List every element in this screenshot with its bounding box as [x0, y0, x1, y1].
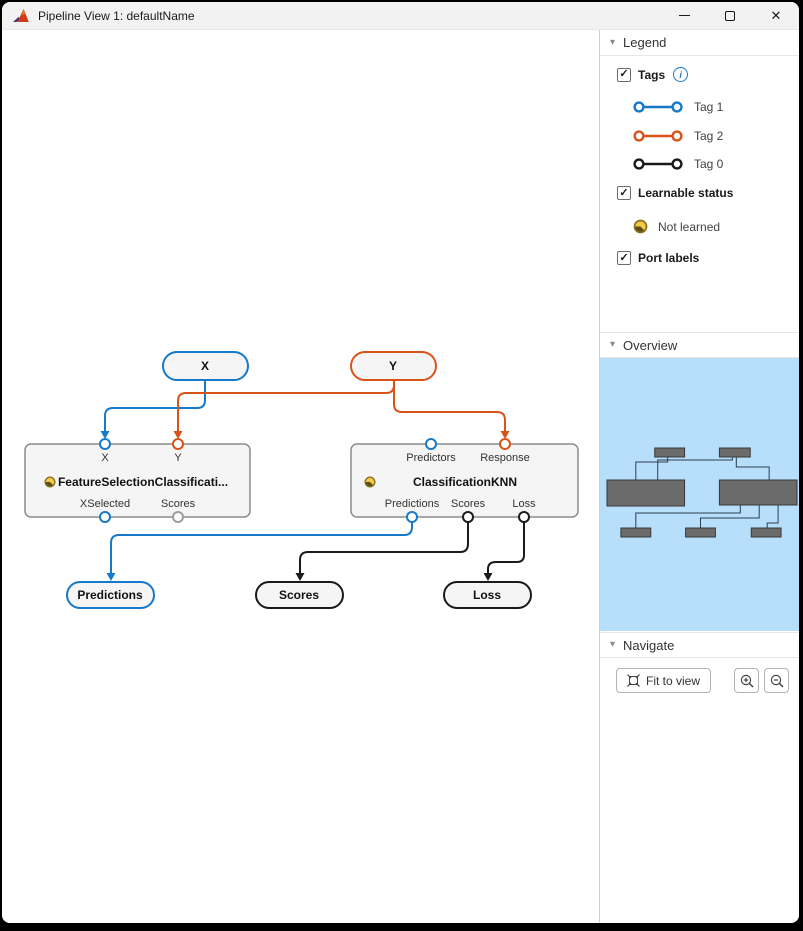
minimap-block: [718, 479, 798, 506]
zoom-out-button[interactable]: [764, 668, 789, 693]
input-node-x[interactable]: X: [162, 351, 249, 381]
edge-y-to-featureselection-y[interactable]: [173, 380, 395, 439]
fit-to-view-label: Fit to view: [646, 673, 701, 688]
zoom-out-icon: [770, 674, 784, 688]
output-node-loss[interactable]: Loss: [443, 581, 532, 609]
port-label: Loss: [512, 498, 536, 510]
tags-checkbox[interactable]: ✓: [617, 67, 631, 82]
output-node-label: Loss: [473, 588, 501, 602]
zoom-in-button[interactable]: [734, 668, 759, 693]
not-learned-label: Not learned: [658, 219, 721, 234]
learnable-status-row: ✓ Learnable status: [617, 186, 733, 200]
port-labels-row: ✓ Port labels: [617, 251, 699, 265]
minimap-block: [654, 447, 686, 458]
tag1-line-icon: [633, 101, 683, 113]
window-title: Pipeline View 1: defaultName: [38, 8, 195, 23]
legend-tag0-row: Tag 0: [632, 156, 723, 172]
window-controls: ✕: [661, 2, 799, 29]
edge-knn-predictions-to-predictions[interactable]: [106, 522, 413, 581]
maximize-icon[interactable]: [707, 2, 753, 29]
port-scores-out-knn[interactable]: [462, 511, 474, 523]
learnable-status-checkbox[interactable]: ✓: [617, 186, 631, 200]
port-label: XSelected: [80, 498, 130, 510]
port-label: Predictions: [385, 498, 440, 510]
port-x-in[interactable]: [99, 438, 111, 450]
port-scores-out-fsc[interactable]: [172, 511, 184, 523]
edge-y-to-knn-response[interactable]: [393, 380, 510, 439]
output-node-label: Scores: [279, 588, 319, 602]
port-y-in[interactable]: [172, 438, 184, 450]
tag1-label: Tag 1: [694, 100, 724, 114]
output-node-label: Predictions: [77, 588, 143, 602]
chevron-down-icon[interactable]: ▾: [610, 339, 616, 350]
block-title: FeatureSelectionClassificati...: [58, 475, 228, 489]
legend-title: Legend: [623, 35, 667, 50]
port-loss-out[interactable]: [518, 511, 530, 523]
edge-knn-scores-to-scores[interactable]: [295, 522, 469, 581]
tag0-line-icon: [633, 158, 683, 170]
tag2-label: Tag 2: [694, 129, 724, 143]
port-labels-checkbox[interactable]: ✓: [617, 251, 631, 265]
zoom-in-icon: [740, 674, 754, 688]
title-bar: Pipeline View 1: defaultName ✕: [2, 2, 799, 30]
edge-knn-loss-to-loss[interactable]: [483, 522, 525, 581]
not-learned-clock-icon: [633, 219, 648, 234]
tag0-label: Tag 0: [694, 157, 724, 171]
port-response-in[interactable]: [499, 438, 511, 450]
port-label: X: [101, 452, 109, 464]
tag2-line-icon: [633, 130, 683, 142]
overview-minimap[interactable]: [600, 358, 799, 631]
close-icon[interactable]: ✕: [770, 8, 782, 23]
edge-x-to-featureselection-x[interactable]: [100, 380, 206, 439]
block-featureselection[interactable]: X Y FeatureSelectionClassificati... XSel…: [24, 443, 251, 518]
minimap-block: [620, 527, 652, 538]
port-labels-label: Port labels: [638, 251, 700, 265]
legend-tag1-row: Tag 1: [632, 99, 723, 115]
input-node-y-label: Y: [389, 359, 397, 373]
pipeline-canvas[interactable]: X Y X Y FeatureSelectionClassificati... …: [2, 30, 599, 923]
not-learned-icon: [44, 476, 56, 488]
block-title: ClassificationKNN: [413, 475, 517, 489]
port-label: Scores: [161, 498, 196, 510]
output-node-scores[interactable]: Scores: [255, 581, 344, 609]
learnable-status-label: Learnable status: [638, 186, 734, 200]
input-node-x-label: X: [201, 359, 209, 373]
port-xselected-out[interactable]: [99, 511, 111, 523]
fit-to-view-icon: [627, 674, 640, 687]
port-label: Y: [174, 452, 182, 464]
legend-section-header[interactable]: ▾ Legend: [600, 30, 799, 56]
legend-tag2-row: Tag 2: [632, 128, 723, 144]
overview-title: Overview: [623, 337, 678, 353]
matlab-logo-icon: [13, 8, 29, 22]
port-predictions-out[interactable]: [406, 511, 418, 523]
minimap-block: [606, 479, 686, 507]
pipeline-diagram: X Y X Y FeatureSelectionClassificati... …: [24, 351, 579, 609]
tags-label: Tags: [638, 67, 666, 82]
chevron-down-icon[interactable]: ▾: [610, 639, 616, 650]
port-label: Predictors: [406, 452, 456, 464]
navigate-title: Navigate: [623, 637, 675, 653]
minimap-block: [685, 527, 716, 538]
port-predictors-in[interactable]: [425, 438, 437, 450]
minimap-block: [750, 527, 782, 538]
not-learned-icon: [364, 476, 376, 488]
input-node-y[interactable]: Y: [350, 351, 437, 381]
minimize-icon[interactable]: [661, 2, 707, 29]
sidebar: ▾ Legend ✓ Tags i Tag 1: [599, 30, 799, 923]
info-icon[interactable]: i: [673, 67, 689, 82]
not-learned-row: Not learned: [633, 219, 720, 234]
navigate-section-header[interactable]: ▾ Navigate: [600, 632, 799, 658]
tags-row: ✓ Tags i: [617, 67, 689, 82]
chevron-down-icon[interactable]: ▾: [610, 36, 616, 48]
navigate-controls: Fit to view: [616, 668, 789, 693]
minimap-block: [718, 447, 751, 458]
minimap-graph: [606, 447, 798, 538]
port-label: Response: [480, 452, 530, 464]
block-classificationknn[interactable]: Predictors Response ClassificationKNN Pr…: [350, 443, 579, 518]
fit-to-view-button[interactable]: Fit to view: [616, 668, 712, 693]
port-label: Scores: [451, 498, 486, 510]
output-node-predictions[interactable]: Predictions: [66, 581, 155, 609]
overview-section-header[interactable]: ▾ Overview: [600, 332, 799, 358]
